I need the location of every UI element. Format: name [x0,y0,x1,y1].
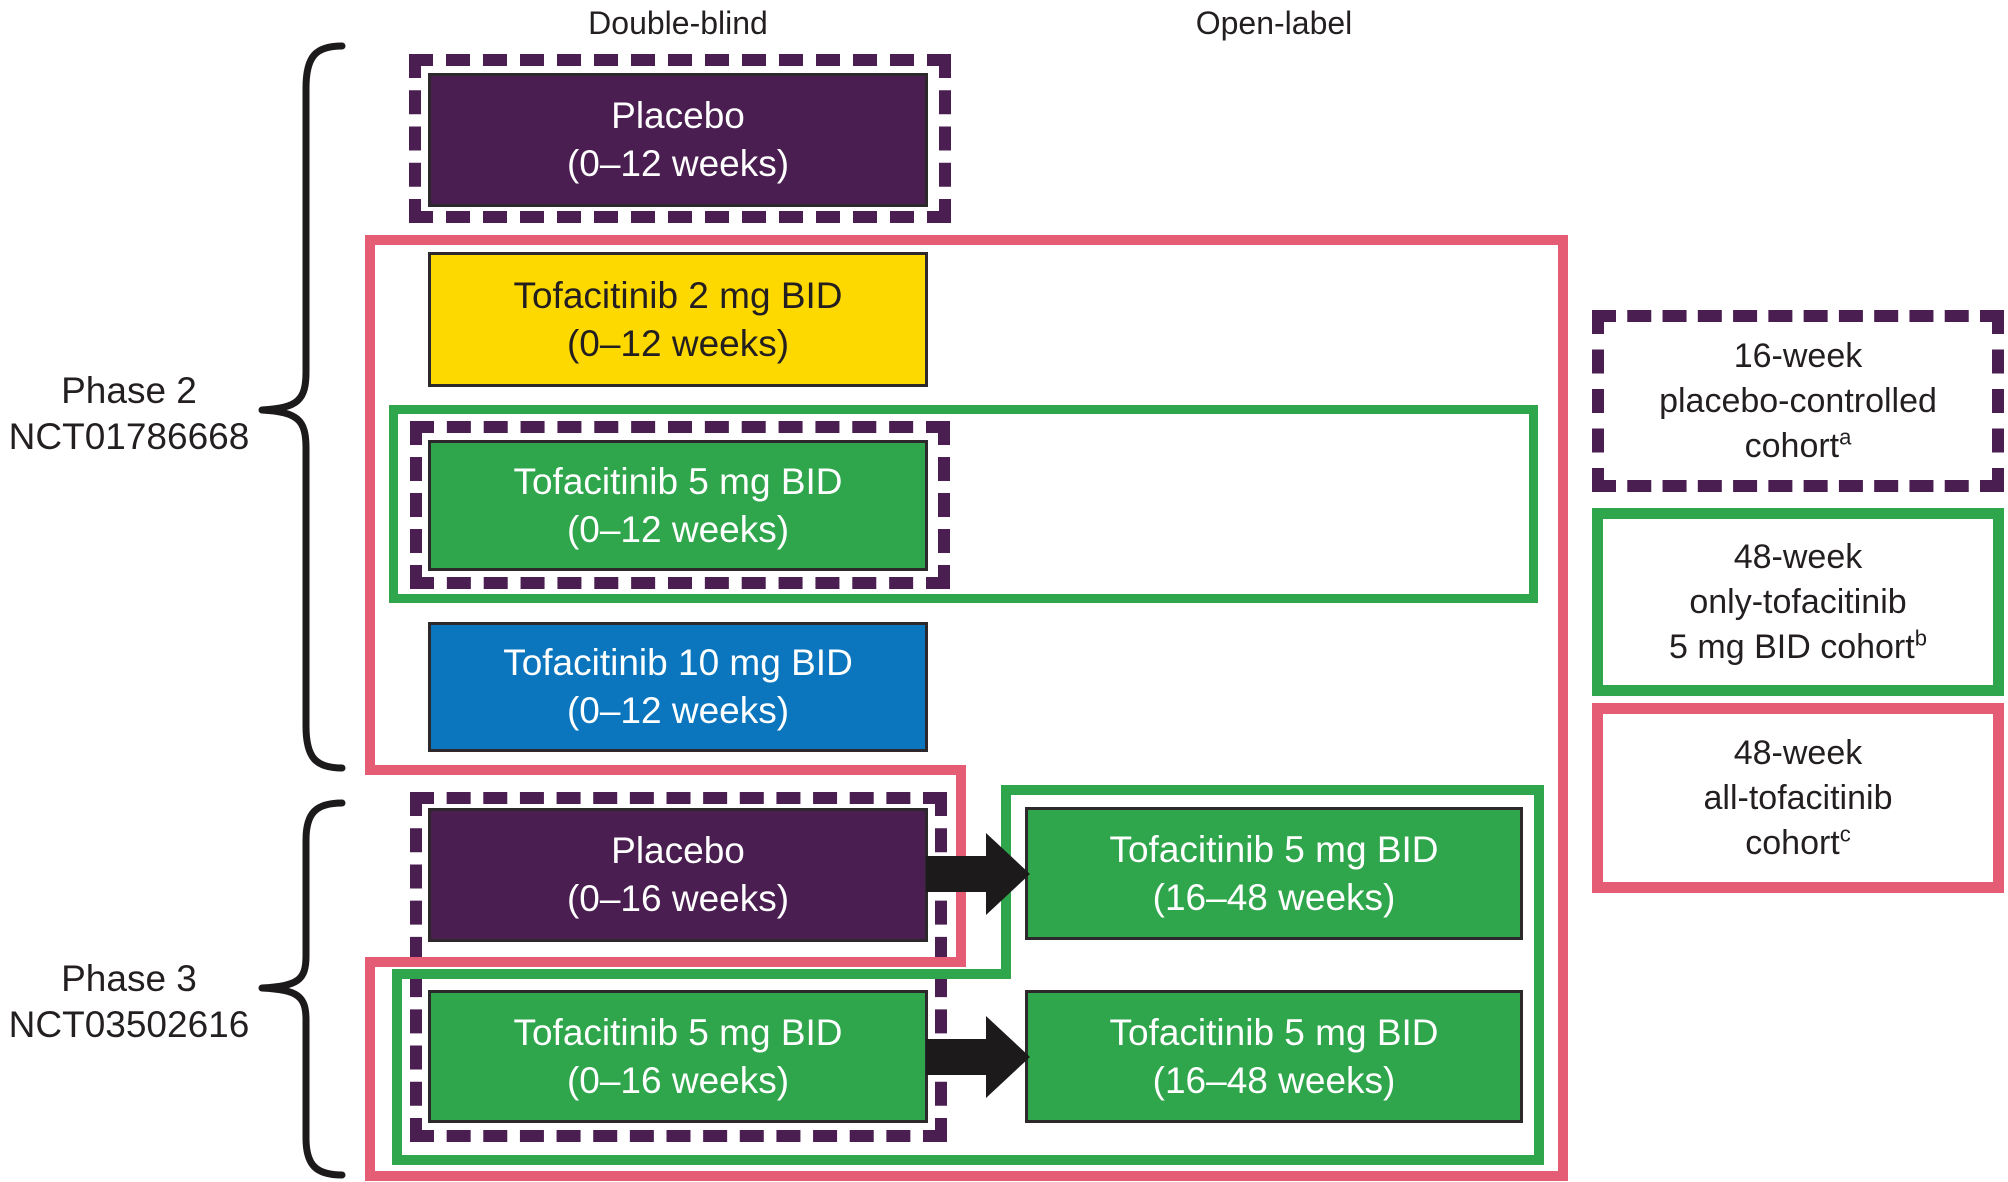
arm-box-p2-tofacitinib-2mg: Tofacitinib 2 mg BID (0–12 weeks) [428,252,928,387]
arm-duration: (16–48 weeks) [1152,1059,1396,1101]
phase3-brace [258,799,346,1179]
arm-box-p2-tofacitinib-5mg: Tofacitinib 5 mg BID (0–12 weeks) [428,440,928,571]
phase2-brace [258,42,346,772]
legend-line: cohortc [1745,821,1851,862]
arm-box-p3-tofacitinib-5mg-open-label: Tofacitinib 5 mg BID (16–48 weeks) [1025,990,1523,1123]
footnote-mark: a [1839,424,1852,450]
arm-label: Tofacitinib 10 mg BID [503,642,853,683]
arm-box-p3-tofacitinib-5mg-double-blind: Tofacitinib 5 mg BID (0–16 weeks) [428,990,928,1123]
phase3-name: Phase 3 [61,958,197,999]
arm-label: Placebo [611,95,745,136]
arm-duration: (0–12 weeks) [566,143,790,184]
phase2-label: Phase 2 NCT01786668 [0,368,258,460]
column-header-double-blind: Double-blind [588,5,768,41]
arm-label: Tofacitinib 5 mg BID [1109,828,1439,870]
legend-line: 5 mg BID cohortb [1669,625,1927,666]
legend-line: 48-week [1733,733,1863,772]
arm-box-p2-placebo: Placebo (0–12 weeks) [428,73,928,207]
legend-item-placebo-controlled-cohort: 16-week placebo-controlled cohorta [1592,310,2004,492]
footnote-mark: c [1839,821,1851,847]
footnote-mark: b [1914,625,1927,651]
phase3-label: Phase 3 NCT03502616 [0,956,258,1048]
legend-item-only-tofacitinib-cohort: 48-week only-tofacitinib 5 mg BID cohort… [1592,508,2004,696]
legend-item-all-tofacitinib-cohort: 48-week all-tofacitinib cohortc [1592,703,2004,893]
arm-label: Tofacitinib 5 mg BID [513,460,843,502]
arm-duration: (0–12 weeks) [566,508,790,550]
legend-line: 16-week [1733,336,1863,375]
arm-duration: (0–12 weeks) [566,322,790,364]
phase3-nct: NCT03502616 [8,1004,250,1045]
arm-label: Tofacitinib 5 mg BID [513,1011,843,1053]
arm-duration: (0–16 weeks) [566,1059,790,1101]
arm-duration: (0–12 weeks) [566,690,790,731]
phase2-nct: NCT01786668 [8,416,250,457]
legend-line: placebo-controlled [1659,381,1937,420]
legend-line: only-tofacitinib [1689,582,1907,621]
legend-line: 48-week [1733,537,1863,576]
arm-duration: (0–16 weeks) [566,878,790,919]
arm-label: Tofacitinib 5 mg BID [1109,1011,1439,1053]
arm-label: Placebo [611,830,745,871]
arm-box-p3-placebo: Placebo (0–16 weeks) [428,808,928,942]
legend-line: all-tofacitinib [1703,778,1893,817]
arm-box-p2-tofacitinib-10mg: Tofacitinib 10 mg BID (0–12 weeks) [428,622,928,752]
placebo-controlled-cohort-outline-p2-placebo [409,54,951,223]
arm-duration: (16–48 weeks) [1152,876,1396,918]
phase2-name: Phase 2 [61,370,197,411]
arm-label: Tofacitinib 2 mg BID [513,274,843,316]
arm-box-p3-placebo-switch-open-label: Tofacitinib 5 mg BID (16–48 weeks) [1025,807,1523,940]
legend-line: cohorta [1744,424,1852,465]
column-header-open-label: Open-label [1195,5,1353,41]
